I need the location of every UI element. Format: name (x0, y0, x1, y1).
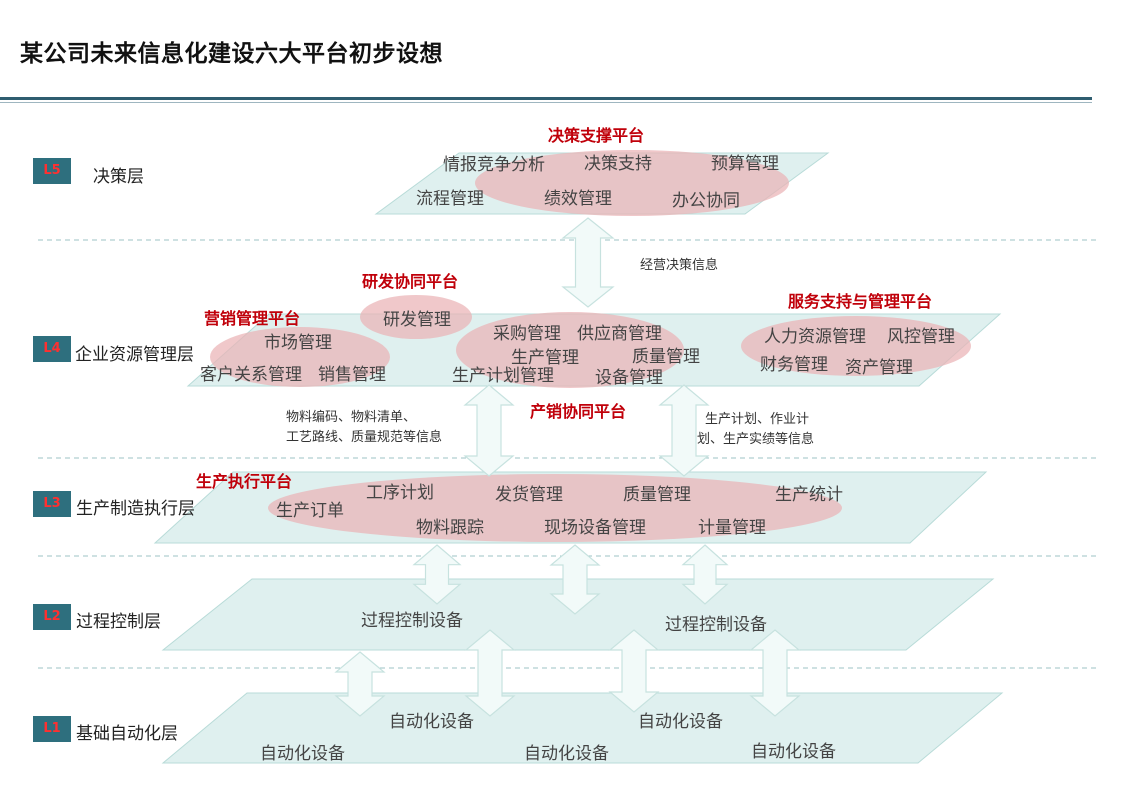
layer-name-l4: 企业资源管理层 (75, 345, 194, 365)
ellipse-service-platform (741, 316, 971, 376)
module-quality: 质量管理 (632, 347, 700, 367)
title-rule (0, 97, 1092, 100)
module-stats: 生产统计 (775, 485, 843, 505)
module-purchase: 采购管理 (493, 324, 561, 344)
module-process: 流程管理 (416, 189, 484, 209)
ellipse-execution-platform (268, 474, 842, 542)
arrow-l3-l2-2 (549, 544, 601, 615)
module-onsite: 现场设备管理 (544, 518, 646, 538)
layer-badge-l4: L4 (33, 336, 71, 362)
module-delivery: 发货管理 (495, 485, 563, 505)
module-plan: 生产计划管理 (452, 366, 554, 386)
note-material-line2: 工艺路线、质量规范等信息 (286, 430, 443, 445)
module-auto-device-2: 自动化设备 (638, 712, 723, 732)
arrow-l5-l4 (561, 217, 615, 308)
platform-prodsales: 产销协同平台 (530, 402, 627, 421)
layer-name-l2: 过程控制层 (76, 612, 161, 632)
arrow-l2-l1-4 (749, 629, 801, 717)
plane-l1 (161, 692, 1004, 764)
module-auto-device-4: 自动化设备 (524, 744, 609, 764)
module-intel: 情报竞争分析 (443, 155, 545, 175)
layer-name-l3: 生产制造执行层 (76, 499, 195, 519)
module-budget: 预算管理 (711, 154, 779, 174)
layer-name-l5: 决策层 (93, 167, 144, 187)
platform-marketing: 营销管理平台 (204, 309, 301, 328)
arrow-l2-l1-3 (608, 629, 660, 713)
module-asset: 资产管理 (845, 358, 913, 378)
layer-name-l1: 基础自动化层 (76, 724, 178, 744)
note-plan-line1: 生产计划、作业计 (705, 412, 810, 427)
module-sales: 销售管理 (318, 365, 386, 385)
note-plan-line2: 划、生产实绩等信息 (697, 432, 815, 447)
module-order: 生产订单 (276, 501, 344, 521)
module-metering: 计量管理 (698, 518, 766, 538)
module-risk: 风控管理 (887, 327, 955, 347)
arrow-l4-l3-right (658, 384, 710, 477)
layer-badge-l2: L2 (33, 604, 71, 630)
layer-badge-l5: L5 (33, 158, 71, 184)
module-auto-device-1: 自动化设备 (389, 712, 474, 732)
arrow-l3-l2-3 (681, 544, 729, 605)
platform-decision: 决策支撑平台 (548, 126, 645, 145)
module-auto-device-3: 自动化设备 (260, 744, 345, 764)
module-op-plan: 工序计划 (366, 483, 434, 503)
arrow-l2-l1-2 (464, 629, 516, 717)
ellipse-decision-platform (475, 150, 789, 216)
note-material-line1: 物料编码、物料清单、 (286, 410, 417, 425)
module-rnd: 研发管理 (383, 310, 451, 330)
module-performance: 绩效管理 (544, 189, 612, 209)
platform-service: 服务支持与管理平台 (788, 292, 933, 311)
platform-execution: 生产执行平台 (196, 472, 293, 491)
module-decision-support: 决策支持 (584, 154, 652, 174)
module-pc-device-1: 过程控制设备 (361, 611, 463, 631)
module-production: 生产管理 (511, 348, 579, 368)
arrow-l2-l1-1 (334, 651, 386, 717)
platform-rnd: 研发协同平台 (362, 272, 459, 291)
module-auto-device-5: 自动化设备 (751, 742, 836, 762)
layer-badge-l1: L1 (33, 716, 71, 742)
module-customer: 客户关系管理 (200, 365, 302, 385)
module-tracking: 物料跟踪 (416, 518, 484, 538)
arrow-l4-l3-left (463, 384, 515, 477)
ellipse-rnd-platform (360, 295, 472, 339)
module-finance: 财务管理 (760, 355, 828, 375)
ellipse-marketing-platform (210, 327, 390, 387)
page-title: 某公司未来信息化建设六大平台初步设想 (20, 41, 443, 67)
ellipse-prodsales-platform (456, 312, 684, 388)
module-quality-l3: 质量管理 (623, 485, 691, 505)
module-hr: 人力资源管理 (764, 327, 866, 347)
module-office: 办公协同 (672, 191, 740, 211)
module-market: 市场管理 (264, 333, 332, 353)
arrow-l3-l2-1 (412, 544, 462, 605)
module-supplier: 供应商管理 (577, 324, 662, 344)
module-equipment: 设备管理 (595, 368, 663, 388)
layer-badge-l3: L3 (33, 491, 71, 517)
module-pc-device-2: 过程控制设备 (665, 615, 767, 635)
title-rule-thin (0, 102, 1092, 103)
note-biz-info: 经营决策信息 (640, 258, 719, 273)
plane-l2 (161, 578, 995, 651)
